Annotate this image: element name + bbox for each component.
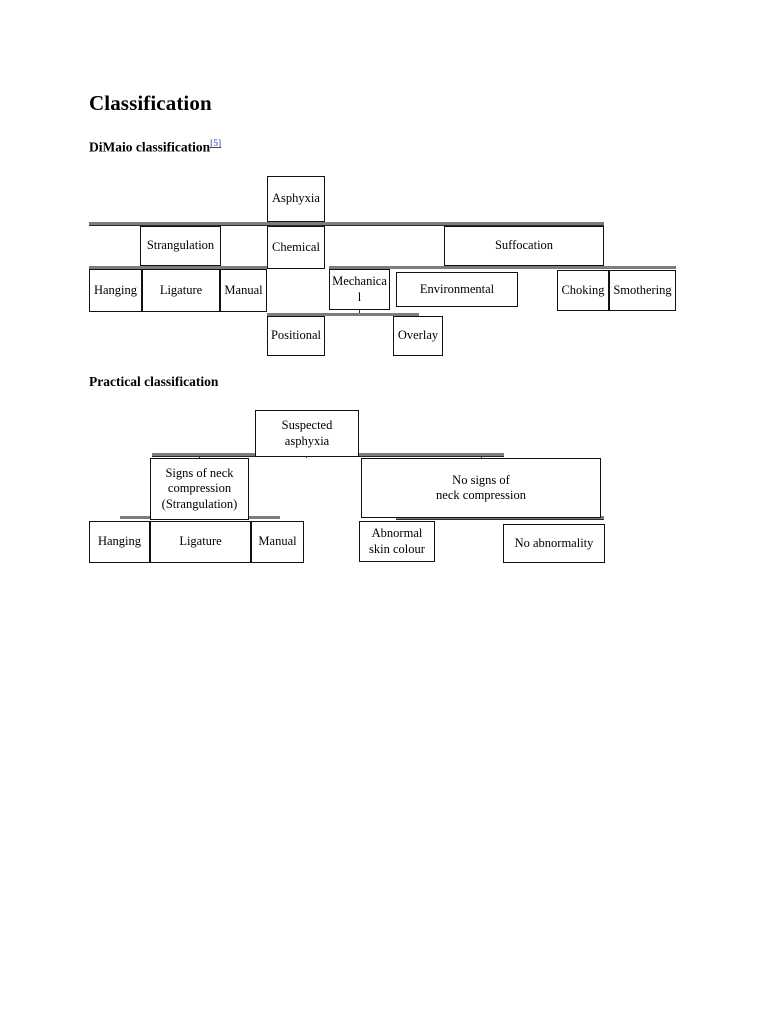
node-practical-hanging[interactable]: Hanging [89, 521, 150, 563]
node-manual-label: Manual [224, 282, 263, 297]
node-no-signs-of-neck-compression[interactable]: No signs of neck compression [361, 458, 601, 518]
node-asphyxia[interactable]: Asphyxia [267, 176, 325, 222]
node-asphyxia-label: Asphyxia [272, 191, 320, 206]
node-manual[interactable]: Manual [220, 269, 267, 312]
citation-link-5[interactable]: [5] [210, 139, 222, 149]
section-heading-dimaio-label: DiMaio classification [89, 139, 211, 155]
node-overlay-label: Overlay [397, 328, 439, 343]
page-title: Classification [89, 91, 212, 115]
node-practical-manual-label: Manual [258, 534, 297, 549]
node-strangulation[interactable]: Strangulation [140, 226, 221, 266]
node-choking[interactable]: Choking [557, 270, 609, 311]
connector-level2-bus [89, 225, 604, 226]
node-hanging[interactable]: Hanging [89, 269, 142, 312]
node-positional[interactable]: Positional [267, 316, 325, 356]
node-practical-hanging-label: Hanging [97, 534, 142, 549]
node-mechanical[interactable]: Mechanical [329, 269, 390, 310]
connector-signs-stem [199, 456, 200, 459]
node-smothering-label: Smothering [613, 282, 672, 297]
node-abnormal-skin-colour[interactable]: Abnormal skin colour [359, 521, 435, 562]
node-suspected-asphyxia[interactable]: Suspected asphyxia [255, 410, 359, 457]
node-suspected-asphyxia-label: Suspected asphyxia [281, 418, 333, 448]
connector-strangulation-children-shadow [89, 266, 269, 269]
node-practical-ligature-label: Ligature [179, 534, 222, 549]
node-environmental[interactable]: Environmental [396, 272, 518, 307]
connector-nosigns-children-bus [396, 519, 604, 520]
node-abnormal-skin-colour-label: Abnormal skin colour [369, 526, 425, 556]
node-strangulation-label: Strangulation [146, 238, 215, 253]
node-practical-ligature[interactable]: Ligature [150, 521, 251, 563]
node-no-signs-of-neck-compression-label: No signs of neck compression [436, 472, 526, 502]
node-suffocation[interactable]: Suffocation [444, 226, 604, 266]
section-heading-practical: Practical classification [89, 374, 219, 389]
node-suffocation-label: Suffocation [494, 238, 554, 253]
connector-suffocation-children-shadow [329, 266, 676, 269]
node-ligature-label: Ligature [159, 282, 203, 297]
node-ligature[interactable]: Ligature [142, 269, 220, 312]
connector-nosigns-stem [481, 456, 482, 459]
node-environmental-label: Environmental [419, 281, 495, 296]
node-choking-label: Choking [561, 282, 605, 297]
node-chemical-label: Chemical [272, 239, 320, 254]
connector-mechanical-children-shadow [267, 313, 419, 316]
node-overlay[interactable]: Overlay [393, 316, 443, 356]
node-chemical[interactable]: Chemical [267, 226, 325, 269]
section-heading-dimaio: DiMaio classification[5] [89, 139, 221, 155]
node-hanging-label: Hanging [93, 282, 138, 297]
connector-level2-shadow [89, 222, 604, 225]
node-signs-of-neck-compression-label: Signs of neck compression (Strangulation… [161, 466, 238, 511]
node-no-abnormality[interactable]: No abnormality [503, 524, 605, 563]
node-no-abnormality-label: No abnormality [514, 535, 594, 550]
node-practical-manual[interactable]: Manual [251, 521, 304, 563]
node-positional-label: Positional [270, 328, 321, 343]
node-mechanical-label: Mechanical [332, 274, 387, 304]
node-signs-of-neck-compression[interactable]: Signs of neck compression (Strangulation… [150, 458, 249, 520]
node-smothering[interactable]: Smothering [609, 270, 676, 311]
